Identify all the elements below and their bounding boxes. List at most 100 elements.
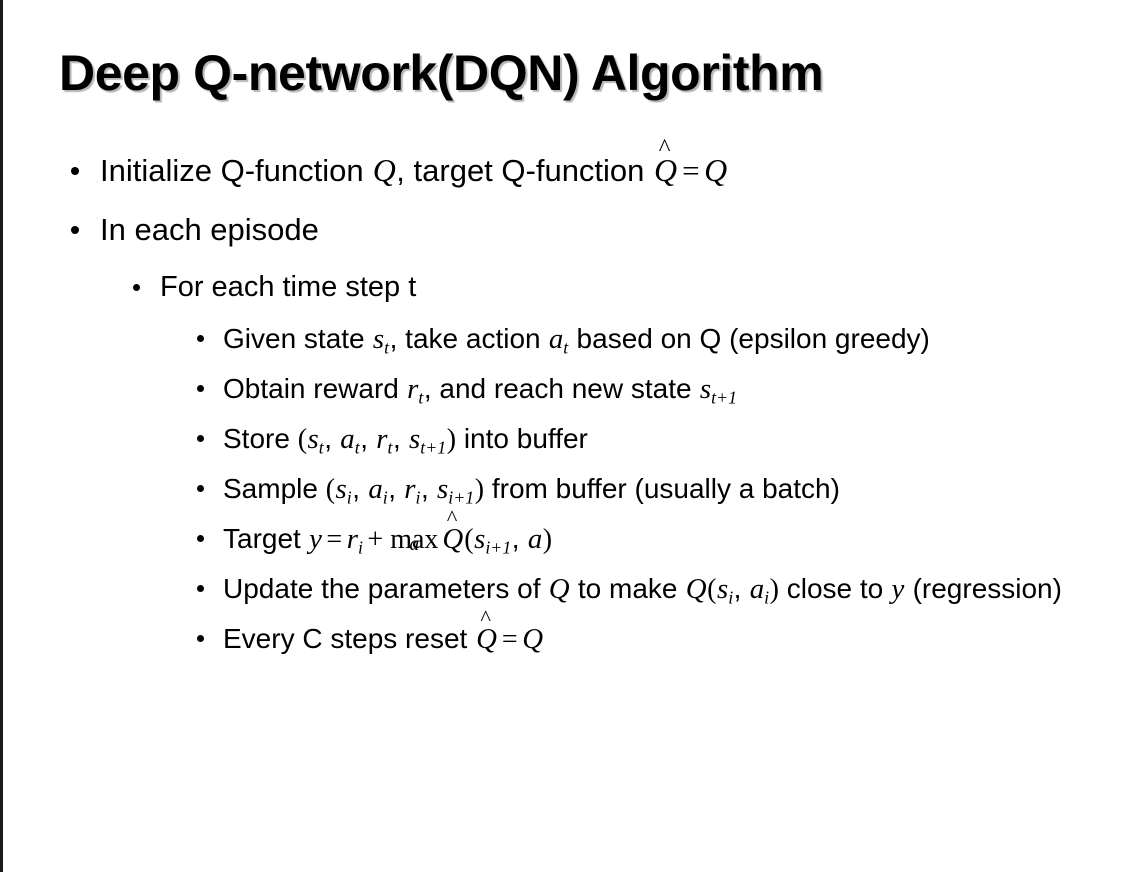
math-equals: = [501,624,518,655]
math-symbol: r [407,373,419,405]
math-subscript: i [357,537,363,558]
math-subscript: t+1 [711,387,738,408]
bullet-given-state: Given state st, take action at based on … [3,316,1124,362]
bullet-dot-icon [197,485,204,492]
bullet-text: Store (st, at, rt, st+1) into buffer [223,416,1097,462]
math-paren-close: ) [769,574,779,605]
math-var-q: Q [548,573,570,605]
text-fragment: Target [223,523,309,554]
math-var-s: st [372,323,390,358]
hat-accent-icon: ^ [480,605,491,631]
bullet-dot-icon [197,635,204,642]
math-comma: , [733,573,750,604]
math-symbol: s [699,373,712,405]
math-paren-close: ) [542,524,553,555]
bullet-update-parameters: Update the parameters of Q to make Q(si,… [3,566,1124,612]
math-operator-name: max [390,524,439,555]
math-var-y: y [309,523,322,555]
page-title: Deep Q-network(DQN) Algorithm [59,45,824,101]
math-comma: , [388,473,404,504]
hat-accent-icon: ^ [658,135,671,163]
math-symbol: s [335,473,347,505]
bullet-text: Update the parameters of Q to make Q(si,… [223,566,1097,612]
math-comma: , [324,423,340,454]
text-fragment: Sample [223,473,326,504]
bullet-store-transition: Store (st, at, rt, st+1) into buffer [3,416,1124,462]
math-comma: , [511,523,528,554]
text-fragment: (regression) [904,573,1062,604]
bullet-text: Given state st, take action at based on … [223,316,1097,362]
math-paren-open: ( [297,424,308,455]
text-fragment: , take action [389,323,549,354]
math-subscript: t [563,337,569,358]
math-var-q: Q [372,153,396,188]
math-symbol: s [372,323,385,355]
bullet-text: For each time step t [160,271,417,303]
math-symbol: s [409,423,421,455]
math-subscript: i+1 [485,537,512,558]
math-symbol: a [340,423,355,455]
bullet-sample-batch: Sample (si, ai, ri, si+1) from buffer (u… [3,466,1124,512]
math-var-s: si [335,473,352,506]
math-symbol: a [749,573,765,605]
text-fragment: Obtain reward [223,373,407,404]
bullet-text: Sample (si, ai, ri, si+1) from buffer (u… [223,466,1097,512]
math-var-s-next: si+1 [437,473,475,506]
math-var-r: ri [404,473,421,506]
math-symbol: a [368,473,383,505]
math-subscript: i [764,587,770,608]
math-comma: , [352,473,368,504]
text-fragment: , target Q-function [396,153,654,188]
math-var-s-next: st+1 [409,423,447,458]
math-comma: , [392,423,409,454]
math-var-a: a [527,523,543,555]
bullet-dot-icon [197,535,204,542]
math-var-a: ai [368,473,388,506]
math-subscript: t [384,337,390,358]
math-subscript: t [318,437,324,458]
bullet-text: Obtain reward rt, and reach new state st… [223,366,1097,412]
math-var-s-next: si+1 [474,523,512,558]
bullet-in-each-episode: In each episode [3,207,1124,252]
text-fragment: Store [223,423,298,454]
text-fragment: into buffer [456,423,588,454]
math-var-q-hat: ^Q [653,136,678,193]
math-var-a: at [548,323,569,358]
math-symbol: s [437,473,449,505]
bullet-dot-icon [71,167,79,175]
math-var-r: ri [346,523,363,558]
text-fragment: , and reach new state [423,373,700,404]
math-var-a: ai [749,573,770,608]
hat-accent-icon: ^ [446,505,458,531]
bullet-dot-icon [133,284,140,291]
math-plus: + [367,524,384,555]
text-fragment: to make [570,573,686,604]
bullet-initialize: Initialize Q-function Q, target Q-functi… [3,136,1124,193]
text-fragment: from buffer (usually a batch) [484,473,840,504]
math-var-q-hat: ^Q [475,607,498,662]
math-var-r: rt [376,423,393,456]
text-fragment: close to [778,573,891,604]
math-subscript: t [418,387,424,408]
math-var-s: st+1 [699,373,738,408]
bullet-dot-icon [197,435,204,442]
math-symbol: Q [476,623,497,655]
text-fragment: Update the parameters of [223,573,549,604]
text-fragment: Initialize Q-function [100,153,373,188]
math-symbol: r [376,423,388,455]
math-paren-open: ( [464,524,474,555]
math-subscript: t+1 [420,437,447,458]
bullet-dot-icon [197,385,204,392]
math-equals: = [326,524,343,555]
math-var-q: Q [704,153,728,188]
math-var-q-hat: ^Q [441,507,464,562]
bullet-list: Initialize Q-function Q, target Q-functi… [3,136,1124,666]
math-paren-close: ) [446,424,457,455]
bullet-obtain-reward: Obtain reward rt, and reach new state st… [3,366,1124,412]
math-symbol: r [404,473,416,505]
math-var-s: st [307,423,324,458]
